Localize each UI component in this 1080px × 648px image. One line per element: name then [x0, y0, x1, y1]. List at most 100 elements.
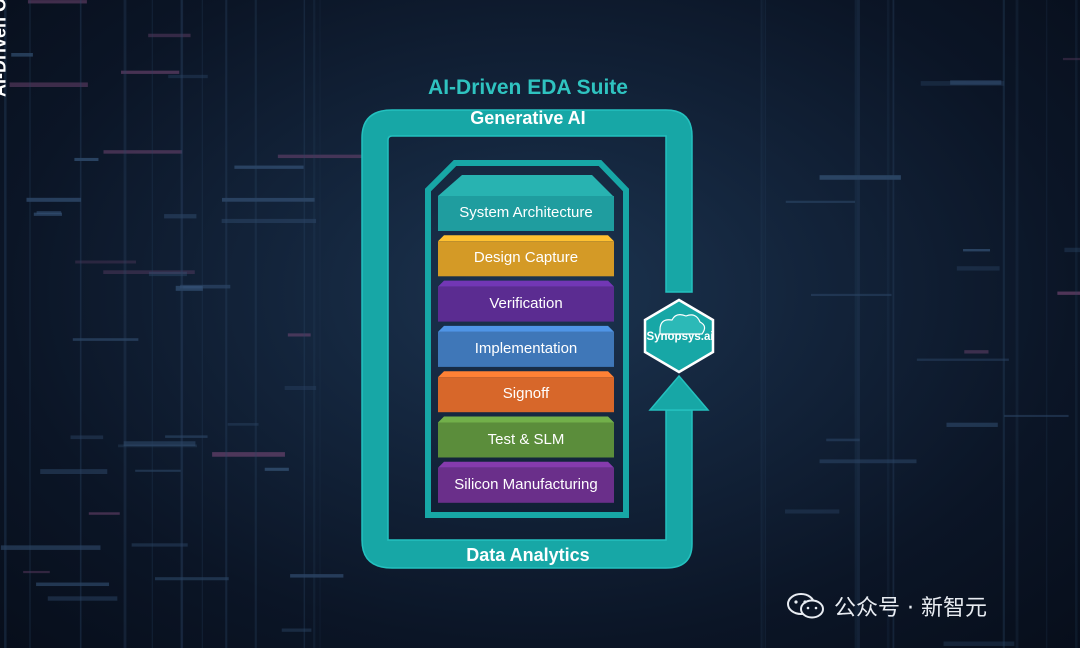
background-stripe [23, 570, 50, 574]
wechat-icon [787, 593, 824, 619]
background-column [1075, 0, 1078, 648]
watermark-text: 公众号 · 新智元 [834, 596, 987, 621]
background-stripe [180, 284, 231, 289]
watermark: 公众号 · 新智元 [786, 590, 987, 622]
background-stripe [284, 385, 317, 391]
background-stripe [819, 175, 901, 180]
background-column [151, 0, 153, 648]
stack-layer-top [438, 371, 614, 378]
background-stripe [234, 165, 304, 169]
background-stripe [810, 293, 892, 297]
background-stripe [785, 200, 856, 203]
background-stripe [131, 543, 188, 547]
background-column [1015, 0, 1019, 648]
background-stripe [963, 248, 991, 252]
background-column [79, 0, 82, 648]
background-stripe [956, 266, 1000, 271]
background-stripe [1057, 291, 1080, 295]
background-stripe [135, 469, 181, 472]
stack-layer [438, 196, 614, 231]
background-stripe [47, 596, 118, 601]
background-stripe [36, 211, 62, 214]
background-column [180, 0, 184, 648]
stack-layer-label: Implementation [474, 339, 578, 357]
background-stripe [164, 214, 197, 219]
background-stripe [72, 338, 139, 341]
background-stripe [9, 82, 88, 88]
background-stripe [75, 260, 136, 264]
background-stripe [26, 197, 82, 202]
background-column [225, 0, 228, 648]
background-stripe [154, 577, 229, 581]
stack-frame [425, 160, 629, 518]
background-stripe [785, 509, 840, 514]
loop-label-data-analytics: Data Analytics [466, 545, 590, 565]
background-column [28, 0, 31, 648]
background-column [892, 0, 895, 648]
stack-layer-top [438, 325, 614, 332]
loop-frame [361, 109, 693, 569]
background-stripe [1004, 414, 1069, 417]
background-stripe [148, 271, 187, 277]
stack-layer [438, 467, 614, 503]
stack-layer-top [438, 235, 614, 242]
background-stripe [277, 154, 369, 159]
background-stripe [221, 197, 315, 202]
background-stripe [70, 435, 104, 440]
background-stripe [118, 444, 198, 448]
background-stripe [950, 80, 1002, 85]
background-column [123, 0, 127, 648]
loop-label-generative-ai: Generative AI [470, 108, 586, 128]
background-stripe [826, 438, 860, 442]
background-column [762, 0, 764, 648]
background-column [319, 0, 321, 648]
background-column [313, 0, 316, 648]
background-stripe [103, 270, 195, 275]
stack-layer [438, 377, 614, 413]
background-column [1002, 0, 1005, 648]
stack-layer [438, 241, 614, 277]
background-stripe [1062, 57, 1080, 61]
background-stripe [40, 469, 108, 475]
background-stripe [165, 435, 208, 438]
background-column [1045, 0, 1048, 648]
stack-layer-label: Silicon Manufacturing [454, 475, 598, 493]
stack-layer-top [438, 416, 614, 423]
background-stripe [946, 422, 998, 427]
background-column [764, 0, 766, 648]
background-stripe [74, 157, 99, 161]
background-stripe [281, 628, 312, 632]
background-stripe [33, 212, 62, 216]
background-column [180, 0, 183, 648]
loop-arrow-head [648, 374, 710, 411]
background-column [4, 0, 7, 648]
background-stripe [36, 582, 110, 587]
background-stripe [168, 74, 208, 79]
background-stripe [148, 33, 191, 38]
background-column [886, 0, 890, 648]
background-stripe [27, 0, 87, 4]
background-stripe [227, 423, 259, 426]
hub-label: Synopsys.ai [646, 331, 714, 343]
stack-layer [438, 422, 614, 458]
background-stripe [175, 285, 203, 291]
background-stripe [964, 350, 989, 354]
background-stripe [819, 459, 917, 464]
background-stripe [943, 641, 1015, 646]
stack-layer [438, 286, 614, 322]
background-stripe [1064, 247, 1080, 253]
background-column [760, 0, 763, 648]
background-stripe [103, 150, 183, 154]
loop-label-optimization: AI-Driven Optimization [0, 0, 10, 98]
stack-layer-label: Test & SLM [487, 430, 565, 448]
background-stripe [212, 452, 285, 457]
stack-layer-top [438, 280, 614, 287]
background-stripe [290, 574, 344, 578]
stack-layer-top [438, 461, 614, 468]
background-stripe [221, 218, 317, 224]
stack-layer-label: Signoff [502, 385, 550, 403]
stack-layer-label: Verification [489, 294, 563, 312]
